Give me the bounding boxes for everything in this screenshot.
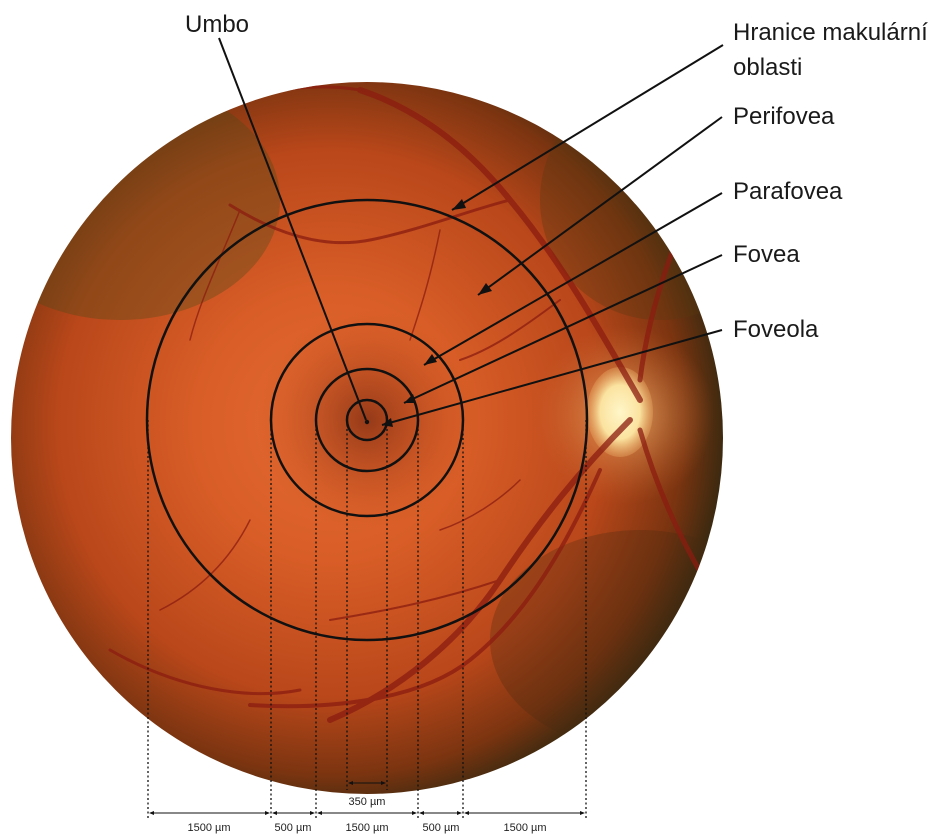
umbo-label: Umbo: [185, 11, 249, 38]
umbo-dot: [365, 420, 369, 424]
foveola-label: Foveola: [733, 316, 819, 343]
foveola-dimension-label: 350 µm: [349, 796, 386, 808]
outer-left-dimension-label: 1500 µm: [187, 822, 230, 834]
macular-border-label-line1: Hranice makulární: [733, 19, 928, 46]
inner-left-dimension-label: 500 µm: [275, 822, 312, 834]
fovea-label: Fovea: [733, 241, 800, 268]
parafovea-label: Parafovea: [733, 178, 843, 205]
center-dimension-label: 1500 µm: [345, 822, 388, 834]
macular-border-label-line2: oblasti: [733, 54, 802, 81]
fundus-image: [0, 80, 790, 794]
inner-right-dimension-label: 500 µm: [423, 822, 460, 834]
outer-right-dimension-label: 1500 µm: [503, 822, 546, 834]
perifovea-label: Perifovea: [733, 103, 835, 130]
